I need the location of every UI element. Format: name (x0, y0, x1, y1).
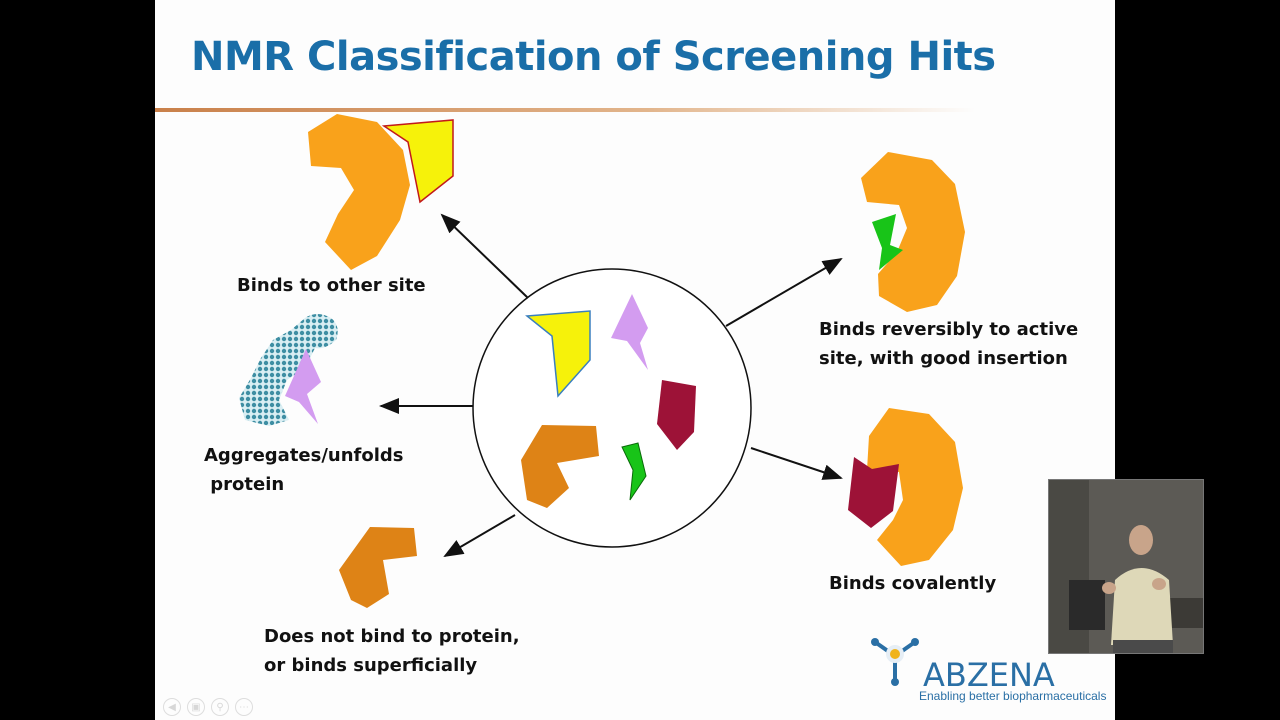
label-reversible-line1: Binds reversibly to active (819, 319, 1079, 340)
previous-icon[interactable]: ◀ (163, 698, 181, 716)
brown-fragment-in-pool (521, 425, 599, 508)
slide: NMR Classification of Screening Hits (155, 0, 1115, 720)
classification-diagram (239, 114, 965, 608)
abzena-logo: ABZENA Enabling better biopharmaceutical… (867, 632, 1106, 706)
label-no-bind-line2: or binds superficially (264, 655, 478, 676)
slides-icon[interactable]: ▣ (187, 698, 205, 716)
green-ligand-fragment (621, 442, 647, 501)
purple-ligand-fragment (611, 294, 648, 370)
label-binds-covalently: Binds covalently (829, 573, 997, 594)
arrow-reversible (725, 257, 843, 327)
label-binds-other-site: Binds to other site (237, 275, 426, 296)
green-ligand-inserted (872, 214, 903, 270)
aggregated-protein-blob (239, 314, 338, 426)
label-aggregates-line2: protein (204, 474, 285, 495)
protein-other-site (308, 114, 410, 270)
protein-active-site (861, 152, 965, 312)
label-no-bind-line1: Does not bind to protein, (264, 626, 520, 647)
slide-title: NMR Classification of Screening Hits (191, 34, 996, 80)
abzena-molecule-icon (871, 638, 919, 686)
purple-ligand-aggregate (285, 349, 321, 424)
protein-covalent (867, 408, 963, 566)
more-icon[interactable]: ⋯ (235, 698, 253, 716)
zoom-icon[interactable]: ⚲ (211, 698, 229, 716)
maroon-ligand-fragment (657, 380, 696, 450)
abzena-tagline: Enabling better biopharmaceuticals (919, 689, 1107, 703)
arrow-covalent (750, 447, 843, 480)
speaker-video-thumbnail (1048, 479, 1204, 654)
screening-pool-circle (472, 268, 752, 548)
label-aggregates-line1: Aggregates/unfolds (204, 445, 404, 466)
arrow-other-site (440, 213, 529, 299)
maroon-ligand-covalent (848, 457, 899, 528)
yellow-ligand-fragment (525, 310, 591, 398)
abzena-wordmark: ABZENA (923, 656, 1055, 694)
speaker-figure (1049, 480, 1203, 653)
label-reversible-line2: site, with good insertion (819, 348, 1068, 369)
slideshow-controls: ◀ ▣ ⚲ ⋯ (163, 698, 253, 716)
brown-fragment-unbound (339, 527, 417, 608)
arrow-no-bind (443, 514, 516, 558)
yellow-ligand-bound (381, 119, 454, 204)
title-divider (155, 108, 975, 112)
